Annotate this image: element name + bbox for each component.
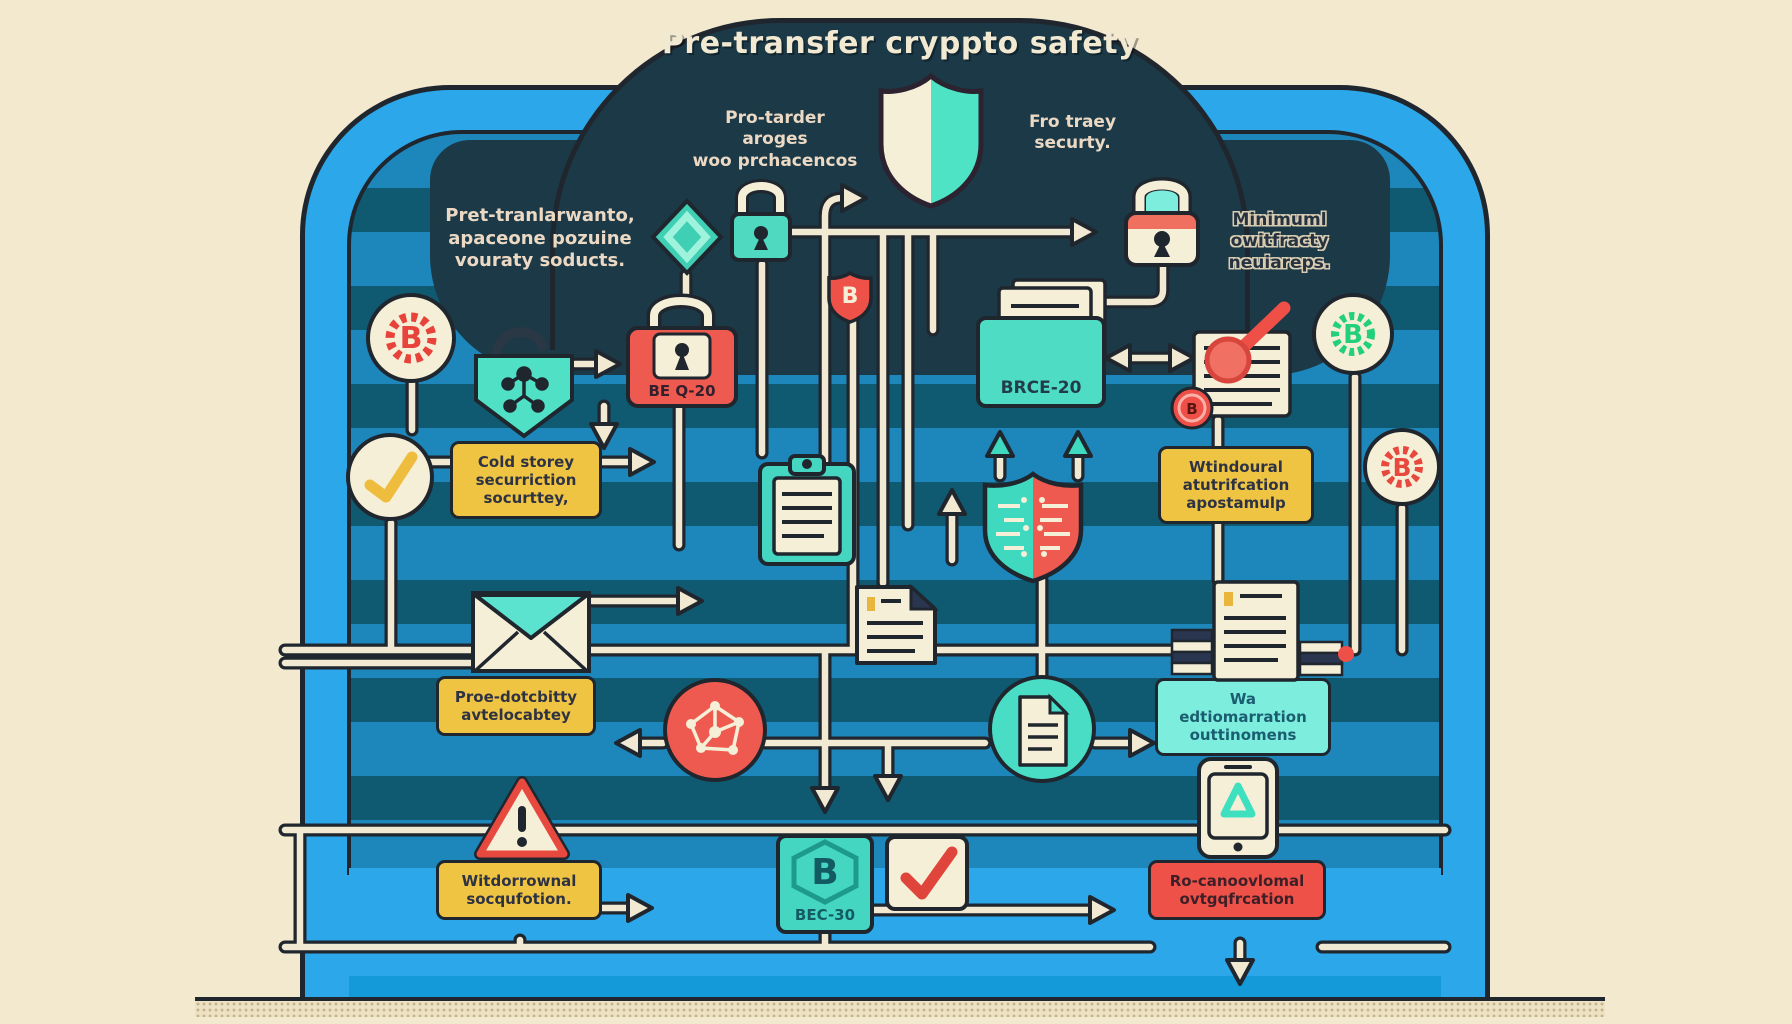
lock-icon [626,293,738,408]
red-dot [1338,646,1354,662]
note-top-right: Fro traey securty. [1005,112,1140,155]
note-line: woo prchacencos [692,150,858,171]
svg-text:B: B [842,284,859,309]
shield-icon [878,72,984,209]
phone-icon [1197,757,1279,859]
network-icon [663,678,767,782]
ground-line [195,997,1605,1001]
box-line: Cold storey [477,453,575,471]
be-q20-lock: BE Q-20 [624,290,740,410]
note-line: securty. [1034,133,1111,154]
box-line: securriction [475,471,577,489]
box-line: socurttey, [483,489,569,507]
checkmark-icon [346,433,434,521]
box-line: ovtgqfrcation [1179,890,1295,908]
box-line: Proe-dotcbitty [454,688,578,706]
cold-storage-box: Cold storey securriction socurttey, [450,441,602,519]
checkbox-icon [885,835,969,911]
gear-coin-icon: B [1363,428,1441,506]
withdrawal-seq-box: Witdorrownal socqufotion. [436,860,602,920]
diamond-icon [650,198,724,276]
bitcoin-hexagon-icon: B [791,839,859,905]
svg-text:B: B [1186,400,1197,418]
final-verification-box: Ro-canoovlomal ovtgqfrcation [1148,860,1326,920]
note-line: owitfracty [1230,231,1329,252]
note-top-left: Pro-tarder aroges woo prchacencos [690,108,860,172]
note-line: vouraty soducts. [454,250,626,271]
triangle-logo-icon [1220,782,1256,818]
pre-dot-box: Proe-dotcbitty avtelocabtey [436,676,596,736]
shield-b-icon: B [827,270,873,324]
box-line: Wa edtiomarration [1179,690,1307,726]
ground-texture [195,1001,1605,1017]
note-line: Pret-tranlarwanto, [445,205,635,226]
document-icon [855,583,939,665]
withdrawal-auth-box: Wtindoural atutrifcation apostamulp [1158,446,1314,524]
svg-text:B: B [1343,320,1363,350]
box-line: Wtindoural [1189,458,1283,476]
split-shield-icon [982,471,1084,584]
bec30-box: B BEC-30 [776,834,874,934]
box-line: socqufotion. [466,890,572,908]
box-line: Ro-canoovlomal [1169,872,1305,890]
unlock-icon [474,327,574,439]
bottom-strip [349,976,1441,997]
books-icon [1170,580,1354,682]
bitcoin-coin-icon: B [366,293,456,383]
document-circle-icon [988,675,1096,783]
teal-up-arrowheads [985,430,1093,458]
svg-text:B: B [400,321,423,356]
note-left: Pret-tranlarwanto, apaceone pozuine vour… [445,205,635,273]
note-right: Minimuml owitfracty neuiareps. [1212,210,1347,274]
be-q20-label: BE Q-20 [648,382,716,400]
envelope-icon [471,591,591,673]
note-line: Minimuml [1232,210,1327,230]
brce20-label: BRCE-20 [1000,378,1082,398]
lock-icon [1124,177,1200,267]
bec30-label: BEC-30 [794,906,856,924]
box-line: outtinomens [1189,726,1297,744]
box-line: apostamulp [1186,494,1286,512]
svg-text:B: B [811,852,838,893]
magnifier-lens [1204,336,1252,384]
note-line: apaceone pozuine [448,227,632,249]
wa-auth-box: Wa edtiomarration outtinomens [1155,678,1331,756]
note-line: neuiareps. [1228,252,1331,273]
note-line: Fro traey [1028,112,1117,132]
box-line: avtelocabtey [461,706,571,724]
note-line: Pro-tarder aroges [725,108,825,150]
svg-text:B: B [1392,453,1411,482]
box-line: atutrifcation [1182,476,1290,494]
brce20-box: BRCE-20 [976,316,1106,408]
page-title: Pre-transfer cryppto safety [661,26,1139,61]
box-line: Witdorrownal [461,872,577,890]
gear-coin-icon: B [1312,293,1394,375]
lock-icon [730,179,792,262]
warning-icon [474,776,570,860]
magnifier-papers-icon: B [1170,301,1292,430]
clipboard-icon [758,454,856,566]
